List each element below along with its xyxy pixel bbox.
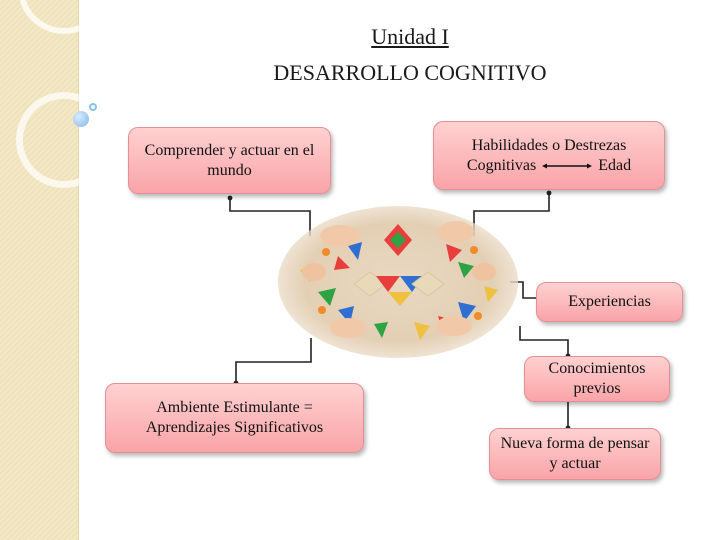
slide-title-main: DESARROLLO COGNITIVO	[273, 60, 547, 85]
tangram-illustration	[300, 221, 498, 340]
concept-box-nueva-forma-label: Nueva forma de pensar y actuar	[500, 435, 650, 472]
connector-comprender	[229, 198, 311, 236]
connector-ambiente	[235, 338, 312, 383]
concept-box-experiencias-label: Experiencias	[568, 293, 651, 310]
double-arrow-icon	[542, 162, 593, 170]
concept-box-ambiente: Ambiente Estimulante = Aprendizajes Sign…	[105, 383, 364, 453]
decorative-bubble-small	[89, 103, 97, 111]
decorative-bubble-large	[73, 111, 89, 127]
tangram-photo	[278, 206, 518, 358]
concept-box-comprender-label: Comprender y actuar en el mundo	[144, 141, 315, 179]
concept-box-habilidades: Habilidades o Destrezas Cognitivas Edad	[433, 121, 665, 190]
habilidades-left-label: Cognitivas	[466, 156, 537, 174]
concept-box-conocimientos: Conocimientos previos	[524, 356, 670, 402]
concept-box-ambiente-label: Ambiente Estimulante = Aprendizajes Sign…	[145, 399, 324, 436]
habilidades-relation-row: Cognitivas Edad	[467, 156, 631, 176]
concept-box-conocimientos-label: Conocimientos previos	[548, 360, 646, 397]
concept-box-experiencias: Experiencias	[536, 282, 683, 322]
concept-box-habilidades-title: Habilidades o Destrezas	[471, 136, 627, 154]
concept-box-nueva-forma: Nueva forma de pensar y actuar	[489, 428, 661, 480]
side-decoration-strip	[0, 0, 79, 540]
connector-conocimientos	[519, 326, 569, 356]
decorative-ring-middle	[16, 92, 112, 188]
slide-title-unit: Unidad I	[371, 24, 449, 49]
concept-box-comprender: Comprender y actuar en el mundo	[128, 127, 331, 194]
habilidades-right-label: Edad	[598, 156, 632, 174]
